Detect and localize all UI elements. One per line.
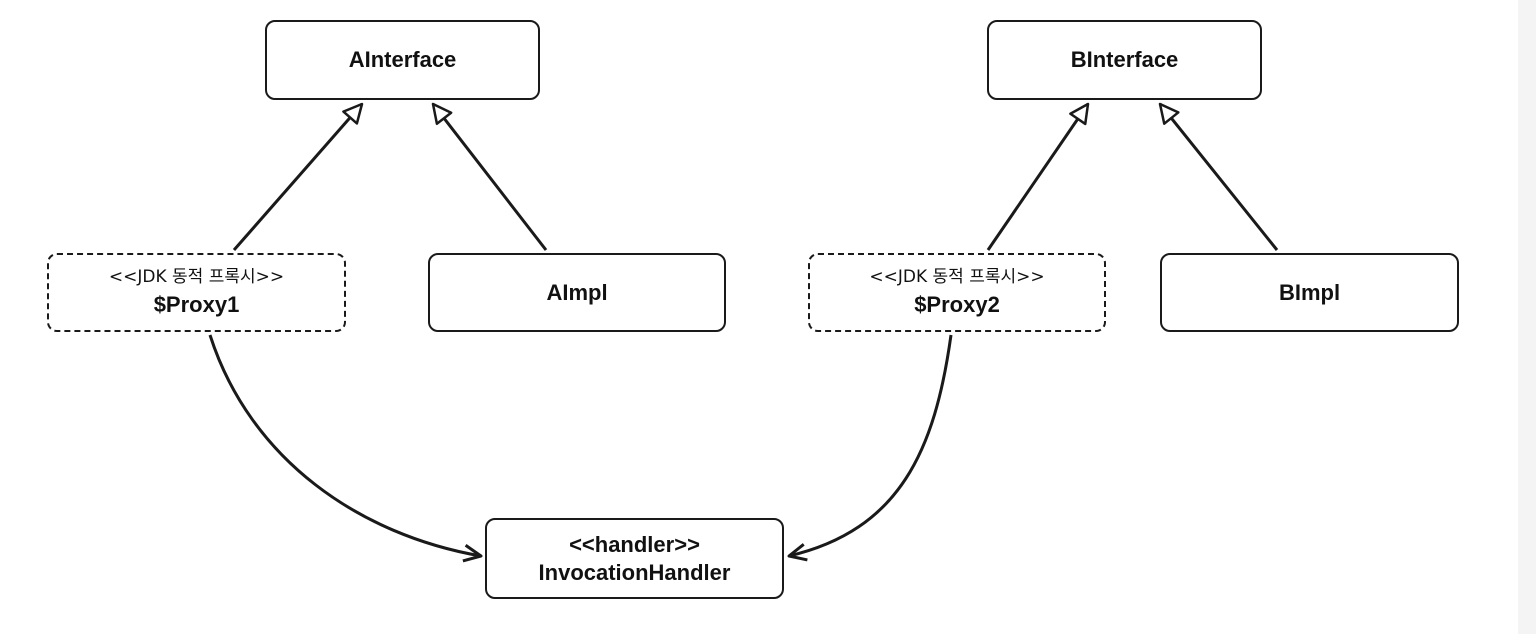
aimpl-box: AImpl bbox=[428, 253, 726, 332]
node-stereotype: <<handler>> bbox=[569, 532, 700, 558]
node-stereotype: <<JDK 동적 프록시>> bbox=[869, 267, 1045, 288]
edge-proxy1-to-handler bbox=[208, 334, 483, 563]
node-title: BInterface bbox=[1070, 47, 1179, 73]
node-title: AInterface bbox=[348, 47, 457, 73]
edge-bimpl-to-binterface bbox=[1158, 102, 1279, 251]
edge-proxy1-to-ainterface bbox=[232, 102, 364, 251]
node-title: BImpl bbox=[1278, 279, 1341, 305]
proxy2-box: <<JDK 동적 프록시>> $Proxy2 bbox=[808, 253, 1106, 332]
node-title: InvocationHandler bbox=[538, 559, 731, 585]
edge-aimpl-to-ainterface bbox=[431, 102, 548, 251]
edge-proxy2-to-binterface bbox=[986, 102, 1090, 251]
proxy1-box: <<JDK 동적 프록시>> $Proxy1 bbox=[47, 253, 346, 332]
invocation-handler-box: <<handler>> InvocationHandler bbox=[485, 518, 784, 599]
bimpl-box: BImpl bbox=[1160, 253, 1459, 332]
scrollbar-track bbox=[1518, 0, 1536, 634]
binterface-box: BInterface bbox=[987, 20, 1262, 100]
node-stereotype: <<JDK 동적 프록시>> bbox=[108, 267, 285, 288]
node-title: $Proxy1 bbox=[153, 291, 240, 317]
node-title: $Proxy2 bbox=[914, 291, 1000, 317]
node-title: AImpl bbox=[546, 279, 608, 305]
edge-proxy2-to-handler bbox=[787, 334, 953, 562]
ainterface-box: AInterface bbox=[265, 20, 540, 100]
